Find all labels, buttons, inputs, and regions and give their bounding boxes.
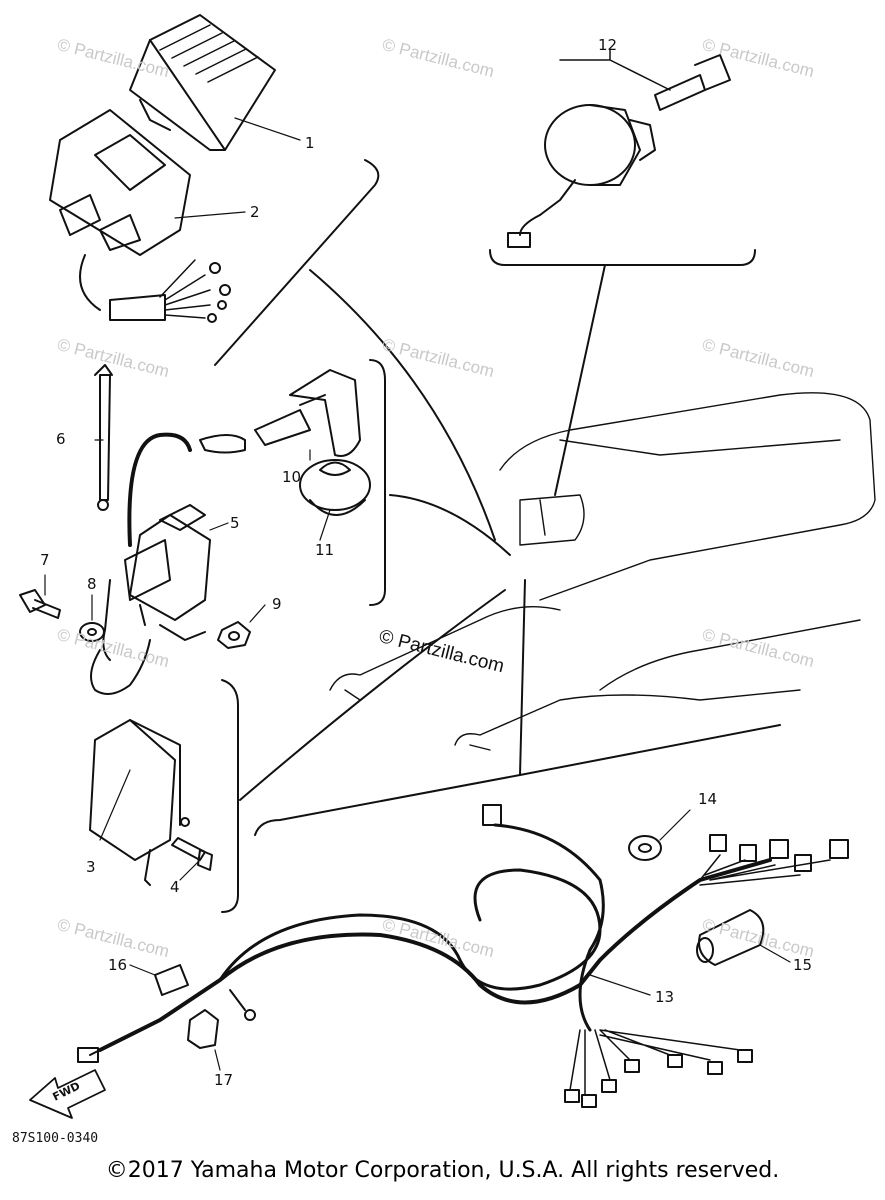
- callout-17: 17: [214, 1071, 234, 1089]
- washer-part-8: [79, 622, 105, 642]
- callout-10: 10: [282, 468, 302, 486]
- clamp-part-17: [187, 989, 256, 1049]
- switch-housing-part-2: [49, 109, 231, 323]
- callout-12: 12: [598, 36, 618, 54]
- callout-14: 14: [698, 790, 718, 808]
- callout-3: 3: [86, 858, 96, 876]
- callout-2: 2: [250, 203, 260, 221]
- leader-harness: [519, 579, 526, 776]
- spark-plug-cap-part-10: [199, 369, 361, 457]
- callout-11: 11: [315, 541, 335, 559]
- bracket-switch-group: [214, 159, 380, 366]
- drawing-id: 87S100-0340: [12, 1131, 99, 1146]
- callout-7: 7: [40, 551, 50, 569]
- callout-8: 8: [87, 575, 97, 593]
- callout-9: 9: [272, 595, 282, 613]
- sleeve-part-16: [154, 964, 189, 996]
- callout-13: 13: [655, 988, 675, 1006]
- wire-harness-part-13: [77, 804, 849, 1108]
- switch-knob-part-1: [129, 14, 276, 151]
- snowmobile-body: [329, 392, 876, 751]
- fwd-arrow-icon: [29, 1069, 106, 1119]
- bolt-part-4: [171, 837, 213, 871]
- leader-main-switch: [554, 264, 606, 496]
- main-switch-part-12: [507, 49, 731, 248]
- callout-5: 5: [230, 514, 240, 532]
- cable-tie-part-6: [94, 364, 113, 511]
- nut-part-9: [217, 621, 251, 649]
- cover-part-11: [299, 459, 371, 516]
- terminal: [159, 624, 206, 641]
- callout-leaders: [44, 117, 791, 1071]
- bracket-cdi-group: [221, 679, 239, 913]
- callout-16: 16: [108, 956, 128, 974]
- callout-6: 6: [56, 430, 66, 448]
- bolt-part-7: [19, 589, 61, 619]
- callout-1: 1: [305, 134, 315, 152]
- copyright-footer: ©2017 Yamaha Motor Corporation, U.S.A. A…: [105, 1158, 780, 1183]
- leader-cdi: [239, 589, 506, 801]
- callout-4: 4: [170, 878, 180, 896]
- cdi-unit-part-3: [89, 719, 190, 886]
- bracket-main-switch: [489, 249, 756, 266]
- ignition-coil-part-5: [90, 432, 211, 695]
- leader-coil: [389, 494, 511, 556]
- grommet-part-14: [628, 835, 662, 861]
- bracket-coil-group: [369, 359, 386, 606]
- leader-upper: [309, 269, 496, 541]
- bracket-harness: [254, 724, 781, 836]
- callout-15: 15: [793, 956, 813, 974]
